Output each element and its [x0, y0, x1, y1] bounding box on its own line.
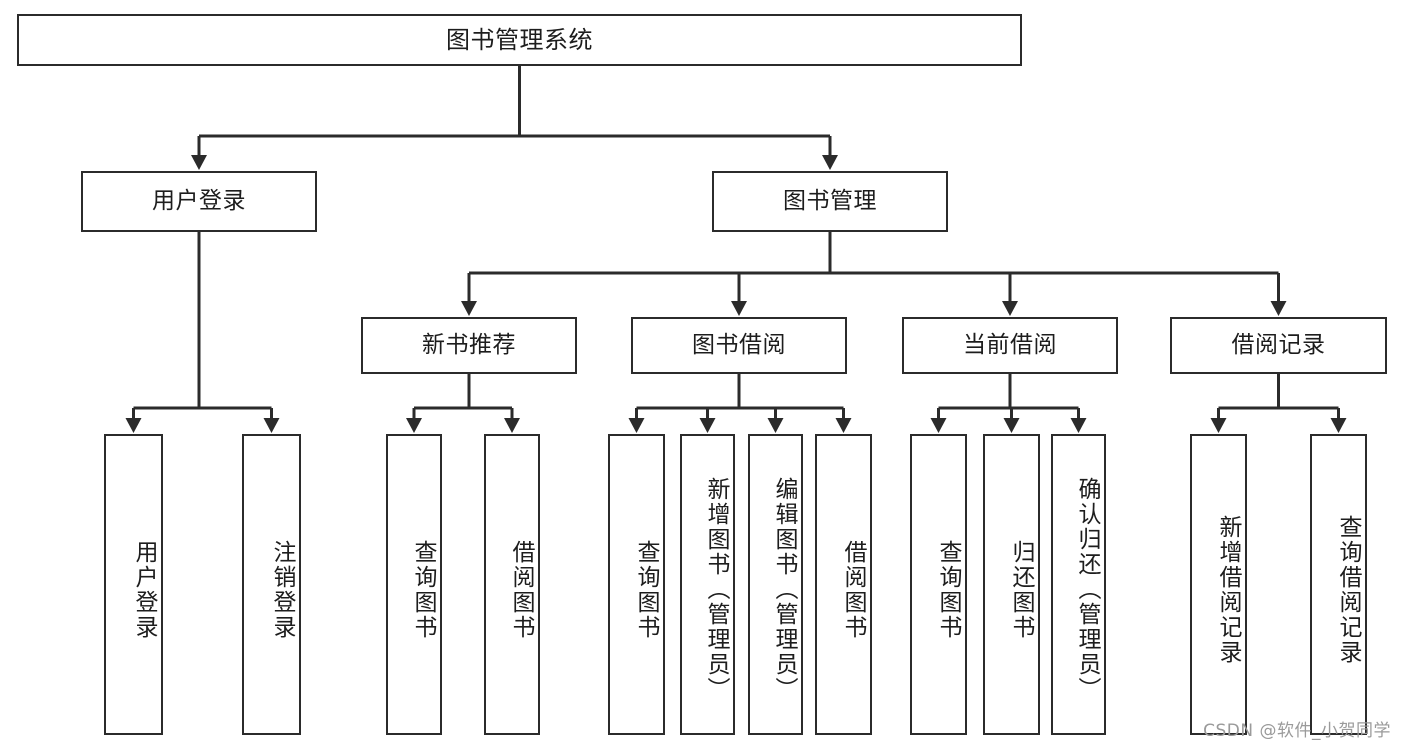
arrowhead-icon	[1330, 418, 1347, 433]
node-label: 注销登录	[269, 539, 295, 640]
node-user-login[interactable]: 用户登录	[81, 171, 317, 232]
node-leaf-edit-book[interactable]: 编辑图书（管理员）	[748, 434, 803, 735]
arrowhead-icon	[1210, 418, 1227, 433]
arrowhead-icon	[263, 418, 280, 433]
node-leaf-user-login[interactable]: 用户登录	[104, 434, 163, 735]
arrowhead-icon	[1002, 301, 1018, 316]
arrowhead-icon	[125, 418, 142, 433]
node-book-borrow[interactable]: 图书借阅	[631, 317, 847, 374]
arrowhead-icon	[1003, 418, 1020, 433]
node-label: 查询图书	[633, 539, 659, 640]
node-label: 借阅图书	[840, 539, 866, 640]
node-label: 用户登录	[152, 187, 246, 214]
node-leaf-add-record[interactable]: 新增借阅记录	[1190, 434, 1247, 735]
arrowhead-icon	[1070, 418, 1087, 433]
arrowhead-icon	[406, 418, 422, 433]
node-label: 图书管理系统	[446, 25, 593, 54]
node-label: 查询图书	[410, 539, 436, 640]
arrowhead-icon	[1270, 301, 1287, 316]
node-leaf-query-book-2[interactable]: 查询图书	[608, 434, 665, 735]
node-current-borrow[interactable]: 当前借阅	[902, 317, 1118, 374]
node-leaf-confirm-return[interactable]: 确认归还（管理员）	[1051, 434, 1106, 735]
arrowhead-icon	[699, 418, 716, 433]
arrowhead-icon	[767, 418, 784, 433]
arrowhead-icon	[822, 155, 838, 170]
node-leaf-return-book[interactable]: 归还图书	[983, 434, 1040, 735]
node-label: 归还图书	[1008, 539, 1034, 640]
node-new-book-rec[interactable]: 新书推荐	[361, 317, 577, 374]
arrowhead-icon	[835, 418, 852, 433]
node-label: 图书借阅	[692, 331, 786, 358]
arrowhead-icon	[731, 301, 747, 316]
arrowhead-icon	[930, 418, 947, 433]
node-label: 新增借阅记录	[1215, 514, 1241, 665]
node-leaf-query-book-1[interactable]: 查询图书	[386, 434, 442, 735]
node-borrow-record[interactable]: 借阅记录	[1170, 317, 1387, 374]
node-label: 编辑图书（管理员）	[771, 477, 797, 702]
node-leaf-add-book[interactable]: 新增图书（管理员）	[680, 434, 735, 735]
arrowhead-icon	[628, 418, 645, 433]
node-leaf-query-record[interactable]: 查询借阅记录	[1310, 434, 1367, 735]
node-label: 新增图书（管理员）	[703, 477, 729, 702]
node-leaf-query-book-3[interactable]: 查询图书	[910, 434, 967, 735]
node-root[interactable]: 图书管理系统	[17, 14, 1022, 66]
node-label: 借阅记录	[1231, 331, 1326, 358]
node-label: 查询借阅记录	[1335, 514, 1361, 665]
node-leaf-borrow-book-2[interactable]: 借阅图书	[815, 434, 872, 735]
arrowhead-icon	[461, 301, 477, 316]
arrowhead-icon	[504, 418, 520, 433]
node-label: 图书管理	[783, 187, 877, 214]
node-label: 当前借阅	[963, 331, 1057, 358]
node-label: 确认归还（管理员）	[1074, 477, 1100, 702]
node-label: 用户登录	[131, 539, 157, 640]
node-book-manage[interactable]: 图书管理	[712, 171, 948, 232]
node-label: 查询图书	[935, 539, 961, 640]
node-label: 新书推荐	[422, 331, 516, 358]
node-leaf-user-logout[interactable]: 注销登录	[242, 434, 301, 735]
node-label: 借阅图书	[508, 539, 534, 640]
arrowhead-icon	[191, 155, 207, 170]
node-leaf-borrow-book-1[interactable]: 借阅图书	[484, 434, 540, 735]
